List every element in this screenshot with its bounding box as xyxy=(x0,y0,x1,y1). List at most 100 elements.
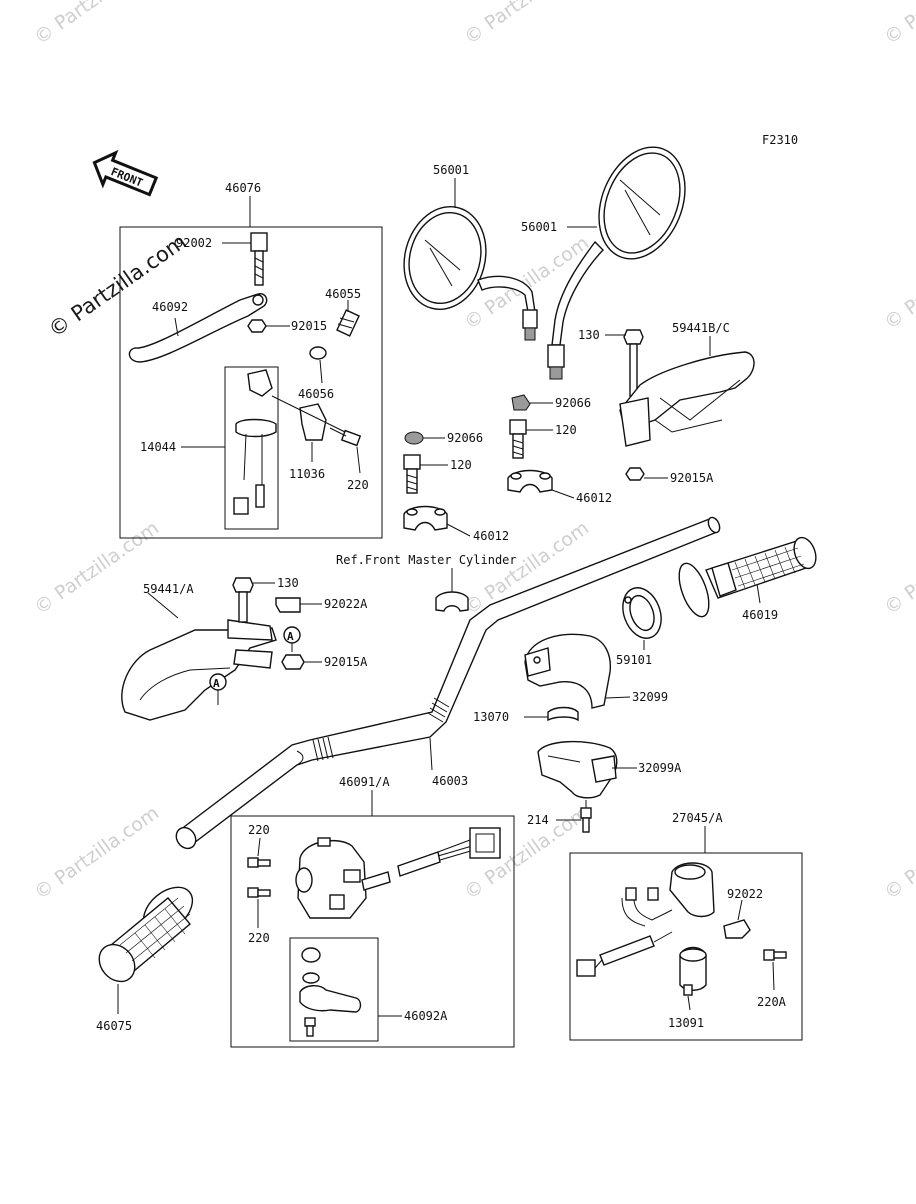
label-220-a: 220 xyxy=(347,478,369,492)
clip-92022a xyxy=(275,597,301,613)
mirror-left-56001 xyxy=(403,206,538,341)
switch-subassembly-box xyxy=(224,366,279,530)
label-46092a: 46092A xyxy=(404,1009,448,1023)
screw-220-c xyxy=(247,887,271,898)
watermark: © Partzilla.com xyxy=(30,517,163,619)
throttle-housing-32099 xyxy=(524,633,612,709)
watermark: © Partzilla.com xyxy=(460,0,593,49)
start-switch-27045a xyxy=(576,862,715,977)
label-46003: 46003 xyxy=(432,774,468,788)
diagram-code: F2310 xyxy=(762,133,798,147)
label-130-mid: 130 xyxy=(277,576,299,590)
label-220-c: 220 xyxy=(248,931,270,945)
clutch-lever-46092 xyxy=(128,293,268,363)
bolt-120-right xyxy=(509,419,527,459)
watermark-primary: © Partzilla.com xyxy=(44,229,191,342)
watermark: © Partzilla.com xyxy=(880,0,916,49)
label-13091: 13091 xyxy=(668,1016,704,1030)
watermark: © Partzilla.com xyxy=(30,0,163,49)
watermark: © Partzilla.com xyxy=(880,517,916,619)
switch-14044 xyxy=(233,369,277,515)
label-32099a: 32099A xyxy=(638,761,682,775)
collar-92066-left xyxy=(404,431,424,445)
bolt-120-left xyxy=(403,454,421,494)
handguard-59441bc xyxy=(619,351,755,447)
screw-214 xyxy=(580,800,592,833)
label-92015a-mid: 92015A xyxy=(324,655,368,669)
label-56001-left: 56001 xyxy=(433,163,469,177)
label-46092: 46092 xyxy=(152,300,188,314)
label-92015: 92015 xyxy=(291,319,327,333)
callout-letter: A xyxy=(287,630,294,643)
label-46012-right: 46012 xyxy=(576,491,612,505)
label-92002: 92002 xyxy=(176,236,212,250)
label-92022: 92022 xyxy=(727,887,763,901)
bracket-11036 xyxy=(299,403,327,441)
label-92022a: 92022A xyxy=(324,597,368,611)
clamp-46012-right xyxy=(507,469,553,493)
handlebar-switch-46091a xyxy=(295,827,501,919)
clamp-46012-left xyxy=(403,505,448,531)
nut-92015a-top xyxy=(625,467,645,481)
label-11036: 11036 xyxy=(289,467,325,481)
throttle-case-59101 xyxy=(622,587,662,639)
label-46012-left: 46012 xyxy=(473,529,509,543)
label-46019: 46019 xyxy=(742,608,778,622)
nut-92015 xyxy=(247,319,267,333)
label-56001-right: 56001 xyxy=(521,220,557,234)
label-27045a: 27045/A xyxy=(672,811,723,825)
throttle-grip-46019 xyxy=(678,536,817,618)
label-46091a: 46091/A xyxy=(339,775,390,789)
label-220a: 220A xyxy=(757,995,787,1009)
callout-a-lower: A xyxy=(209,673,227,705)
label-59441a: 59441/A xyxy=(143,582,194,596)
label-46076: 46076 xyxy=(225,181,261,195)
callout-letter: A xyxy=(213,677,220,690)
screw-220a xyxy=(763,949,787,961)
label-92066-top: 92066 xyxy=(555,396,591,410)
mirror-right-56001 xyxy=(547,146,686,380)
nut-92015a-mid xyxy=(281,654,305,670)
label-14044: 14044 xyxy=(140,440,176,454)
label-59441bc: 59441B/C xyxy=(672,321,730,335)
watermark: © Partzilla.com xyxy=(30,802,163,904)
screw-220-b xyxy=(247,857,271,868)
label-120-right: 120 xyxy=(555,423,577,437)
label-92066-left: 92066 xyxy=(447,431,483,445)
screw-220 xyxy=(271,395,362,447)
left-grip-46075 xyxy=(98,886,194,983)
label-220-b: 220 xyxy=(248,823,270,837)
lever-assembly-box xyxy=(119,226,383,539)
label-214: 214 xyxy=(527,813,549,827)
handlebar-46003 xyxy=(175,516,721,850)
front-arrow-icon: FRONT xyxy=(92,149,159,197)
lever-subassembly-box xyxy=(289,937,379,1042)
ring-13070 xyxy=(547,706,579,722)
bolt-130-mid xyxy=(232,577,254,623)
label-130-top: 130 xyxy=(578,328,600,342)
label-120-left: 120 xyxy=(450,458,472,472)
watermark: © Partzilla.com xyxy=(880,802,916,904)
label-46055: 46055 xyxy=(325,287,361,301)
label-32099: 32099 xyxy=(632,690,668,704)
watermark: © Partzilla.com xyxy=(880,232,916,334)
label-46075: 46075 xyxy=(96,1019,132,1033)
switch-body-13091 xyxy=(679,946,707,996)
bolt-92002 xyxy=(250,232,268,286)
label-13070: 13070 xyxy=(473,710,509,724)
choke-lever-46092a xyxy=(299,947,362,1037)
master-cylinder-clamp xyxy=(435,591,469,612)
label-92015a-top: 92015A xyxy=(670,471,714,485)
callout-a-upper: A xyxy=(283,626,301,652)
label-59101: 59101 xyxy=(616,653,652,667)
locknut-46056 xyxy=(309,346,327,360)
switch-box-27045a xyxy=(569,852,803,1041)
handguard-59441a xyxy=(121,619,277,721)
ref-front-master-cylinder: Ref.Front Master Cylinder xyxy=(336,553,517,567)
collar-92066-top xyxy=(511,394,531,411)
label-46056: 46056 xyxy=(298,387,334,401)
clip-92022 xyxy=(723,919,751,939)
adjuster-46055 xyxy=(336,309,360,337)
throttle-housing-lower-32099a xyxy=(537,740,618,799)
